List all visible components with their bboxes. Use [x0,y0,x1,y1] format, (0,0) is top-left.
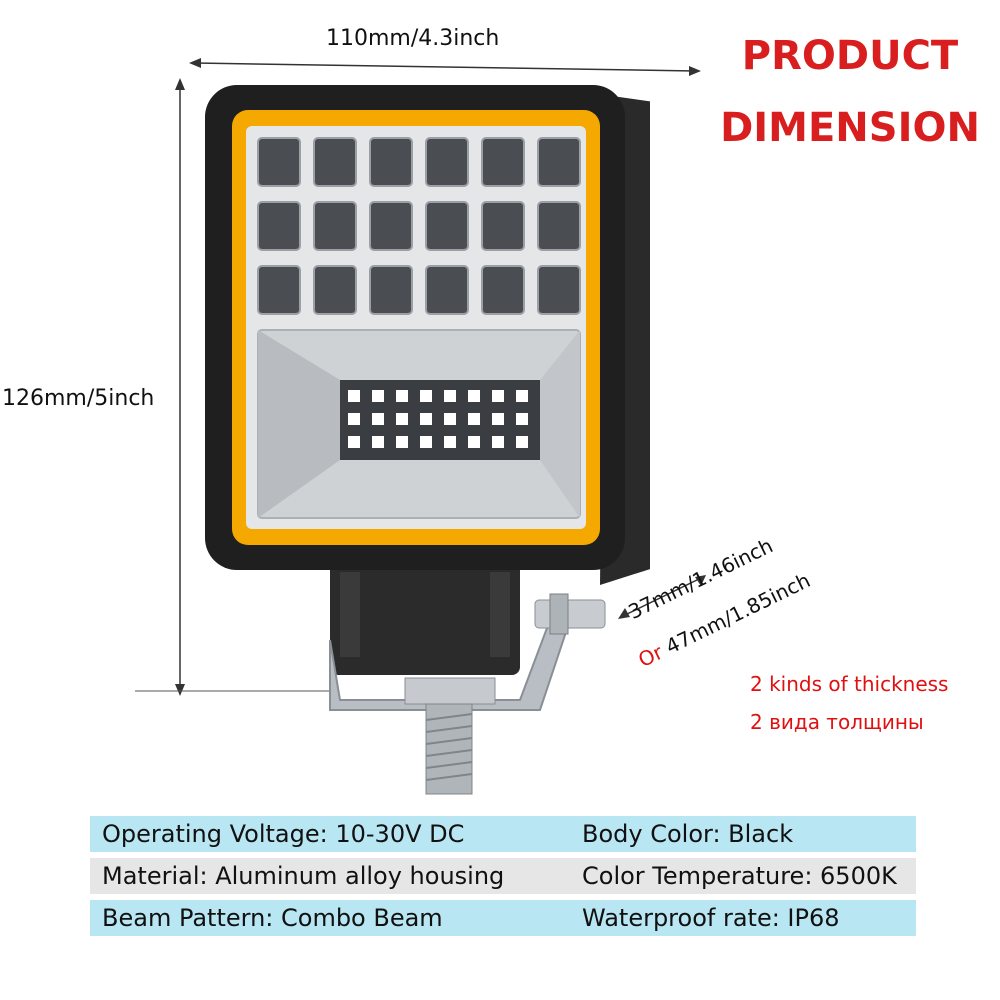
spec-waterproof: Waterproof rate: IP68 [582,904,840,932]
spec-color-temperature: Color Temperature: 6500K [582,862,897,890]
thickness-note-russian: 2 вида толщины [750,710,924,734]
spec-beam-pattern: Beam Pattern: Combo Beam [102,904,443,932]
work-light-illustration [205,85,650,795]
height-baseline-icon [135,690,335,692]
spec-row-3: Beam Pattern: Combo Beam Waterproof rate… [90,900,916,936]
height-dimension-label: 126mm/5inch [2,386,155,411]
thickness-note-english: 2 kinds of thickness [750,672,949,696]
width-arrow-icon [189,58,701,76]
title-product: PRODUCT [741,33,959,79]
spec-row-2: Material: Aluminum alloy housing Color T… [90,858,916,894]
spec-body-color: Body Color: Black [582,820,794,848]
title-dimension: DIMENSION [720,105,980,151]
thickness-arrow-icon [618,575,706,619]
spec-material: Material: Aluminum alloy housing [102,862,505,890]
height-arrow-icon [175,78,185,696]
spec-voltage: Operating Voltage: 10-30V DC [102,820,465,848]
mount-block [330,560,520,675]
width-dimension-label: 110mm/4.3inch [326,26,500,51]
spec-row-1: Operating Voltage: 10-30V DC Body Color:… [90,816,916,852]
